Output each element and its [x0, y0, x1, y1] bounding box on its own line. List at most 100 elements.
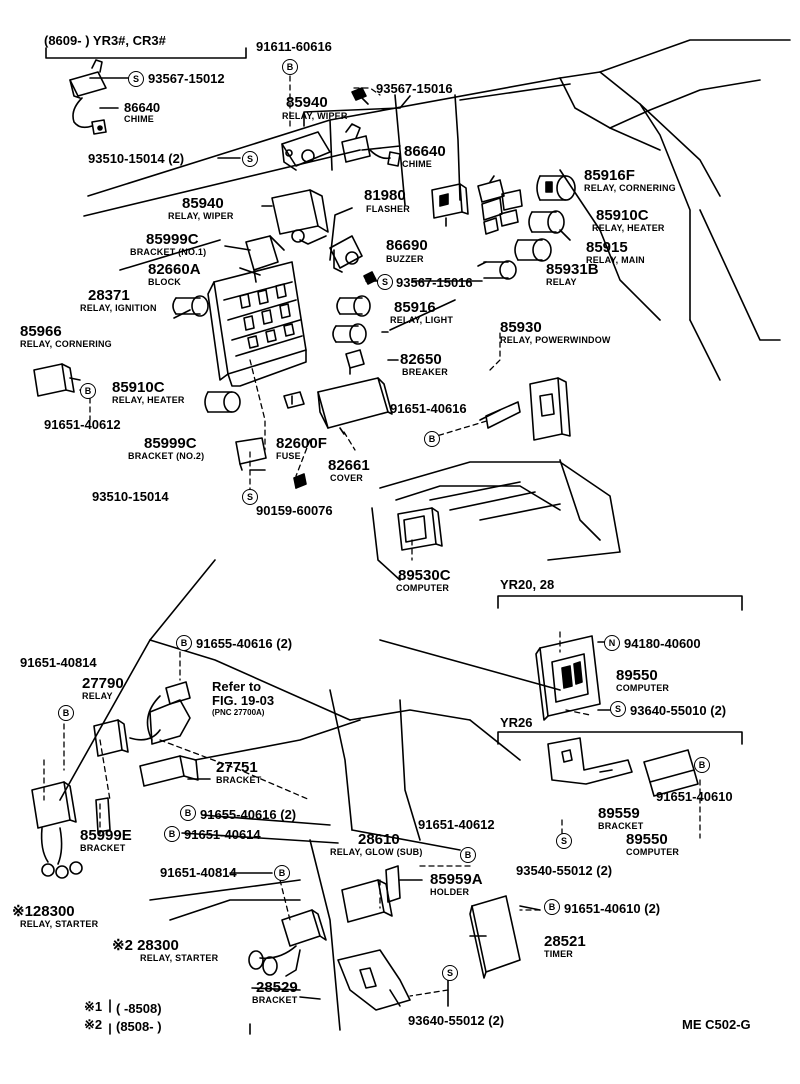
part-28529: 28529	[256, 979, 298, 996]
part-89559: 89559	[598, 805, 640, 822]
footnote-2-mark: ※2	[84, 1017, 103, 1032]
s-symbol: S	[377, 274, 393, 290]
part-28300: ※2 28300	[112, 937, 179, 954]
b-symbol: B	[274, 865, 290, 881]
part-85940-b-desc: RELAY, WIPER	[168, 211, 234, 221]
part-85916f: 85916F	[584, 167, 635, 184]
part-85910c-b: 85910C	[112, 379, 165, 396]
part-93567-15016-a: 93567-15016	[376, 81, 453, 96]
part-85959a: 85959A	[430, 871, 483, 888]
part-91651-40610-a: 91651-40610	[656, 789, 733, 804]
part-27751-desc: BRACKET	[216, 775, 262, 785]
yr26-title: YR26	[500, 715, 533, 730]
footnote-1-text: ( -8508)	[116, 1001, 162, 1016]
part-85915: 85915	[586, 239, 628, 256]
part-86690-desc: BUZZER	[386, 254, 424, 264]
part-28371-desc: RELAY, IGNITION	[80, 303, 157, 313]
part-85931b-desc: RELAY	[546, 277, 577, 287]
part-85910c-b-desc: RELAY, HEATER	[112, 395, 185, 405]
part-85930: 85930	[500, 319, 542, 336]
part-85940-b: 85940	[182, 195, 224, 212]
part-85999e-desc: BRACKET	[80, 843, 126, 853]
footnote-1-mark: ※1	[84, 999, 103, 1014]
part-85940-a: 85940	[286, 94, 328, 111]
part-82660a: 82660A	[148, 261, 201, 278]
part-93540-55012-a: 93540-55012 (2)	[516, 863, 613, 878]
part-85931b: 85931B	[546, 261, 599, 278]
part-89530c: 89530C	[398, 567, 451, 584]
part-86640-b: 86640	[404, 143, 446, 160]
part-91655-40616-b: 91655-40616 (2)	[200, 807, 297, 822]
s-symbol: S	[610, 701, 626, 717]
part-82650-desc: BREAKER	[402, 367, 448, 377]
part-91651-40612-b: 91651-40612	[418, 817, 495, 832]
part-28521-desc: TIMER	[544, 949, 573, 959]
part-85959a-desc: HOLDER	[430, 887, 470, 897]
part-89550-a-desc: COMPUTER	[616, 683, 670, 693]
part-82600f-desc: FUSE	[276, 451, 301, 461]
part-86640-a-desc: CHIME	[124, 114, 154, 124]
part-28610: 28610	[358, 831, 400, 848]
part-86640-b-desc: CHIME	[402, 159, 432, 169]
part-81980: 81980	[364, 187, 406, 204]
diagram-code: ME C502-G	[682, 1017, 751, 1032]
part-91655-40616-a: 91655-40616 (2)	[196, 636, 293, 651]
b-symbol: B	[180, 805, 196, 821]
part-86690: 86690	[386, 237, 428, 254]
part-91651-40814-a: 91651-40814	[20, 655, 97, 670]
part-93640-55012-b: 93640-55012 (2)	[408, 1013, 505, 1028]
part-85916f-desc: RELAY, CORNERING	[584, 183, 676, 193]
part-28300-desc: RELAY, STARTER	[140, 953, 219, 963]
part-91651-40814-b: 91651-40814	[160, 865, 237, 880]
part-85940-a-desc: RELAY, WIPER	[282, 111, 348, 121]
part-85910c-a: 85910C	[596, 207, 649, 224]
part-128300: ※128300	[12, 903, 75, 920]
b-symbol: B	[424, 431, 440, 447]
part-85916: 85916	[394, 299, 436, 316]
b-symbol: B	[176, 635, 192, 651]
part-85999c-b: 85999C	[144, 435, 197, 452]
s-symbol: S	[242, 151, 258, 167]
part-85930-desc: RELAY, POWERWINDOW	[500, 335, 611, 345]
part-85966-desc: RELAY, CORNERING	[20, 339, 112, 349]
part-28529-desc: BRACKET	[252, 995, 298, 1005]
yr20-title: YR20, 28	[500, 577, 555, 592]
s-symbol: S	[442, 965, 458, 981]
part-27790: 27790	[82, 675, 124, 692]
part-27751: 27751	[216, 759, 258, 776]
part-28521: 28521	[544, 933, 586, 950]
part-85999e: 85999E	[80, 827, 132, 844]
part-93510-15014-b: 93510-15014	[92, 489, 169, 504]
part-27790-desc: RELAY	[82, 691, 113, 701]
refer-to-label: Refer to	[212, 679, 262, 694]
b-symbol: B	[58, 705, 74, 721]
b-symbol: B	[80, 383, 96, 399]
part-86640-a: 86640	[124, 100, 161, 115]
b-symbol: B	[164, 826, 180, 842]
part-82661-desc: COVER	[330, 473, 364, 483]
part-91651-40616: 91651-40616	[390, 401, 467, 416]
part-81980-desc: FLASHER	[366, 204, 410, 214]
part-93567-15012: 93567-15012	[148, 71, 225, 86]
part-85916-desc: RELAY, LIGHT	[390, 315, 454, 325]
part-85966: 85966	[20, 323, 62, 340]
part-91651-40614: 91651-40614	[184, 827, 261, 842]
part-89559-desc: BRACKET	[598, 821, 644, 831]
part-82600f: 82600F	[276, 435, 327, 452]
part-89550-b-desc: COMPUTER	[626, 847, 680, 857]
part-82650: 82650	[400, 351, 442, 368]
part-85915-desc: RELAY, MAIN	[586, 255, 645, 265]
s-symbol: S	[242, 489, 258, 505]
part-89550-a: 89550	[616, 667, 658, 684]
part-93640-55010: 93640-55010 (2)	[630, 703, 727, 718]
s-symbol: S	[128, 71, 144, 87]
part-82660a-desc: BLOCK	[148, 277, 181, 287]
part-85999c-b-desc: BRACKET (NO.2)	[128, 451, 205, 461]
n-symbol: N	[604, 635, 620, 651]
part-93567-15016-b: 93567-15016	[396, 275, 473, 290]
part-91651-40610-b: 91651-40610 (2)	[564, 901, 661, 916]
b-symbol: B	[694, 757, 710, 773]
part-128300-desc: RELAY, STARTER	[20, 919, 99, 929]
